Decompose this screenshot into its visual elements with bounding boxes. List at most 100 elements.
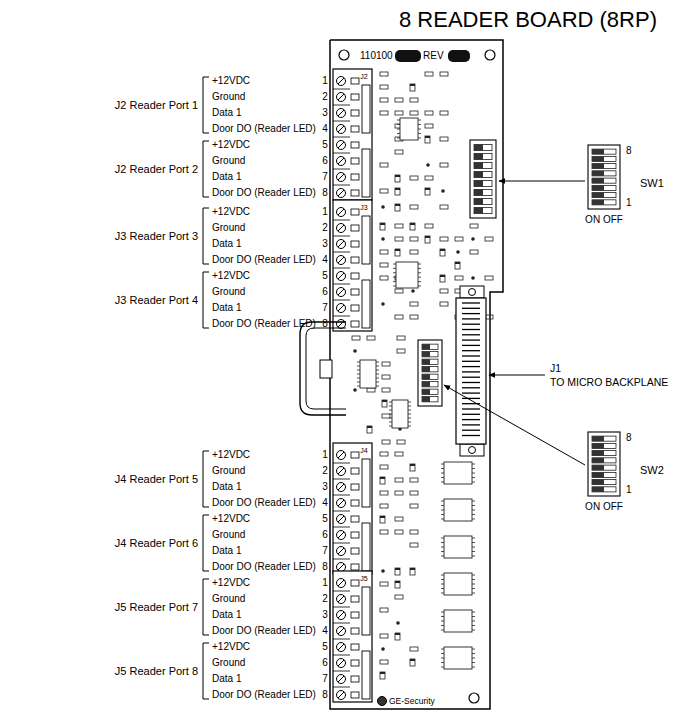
signal-name: Door DO (Reader LED)	[212, 562, 316, 572]
ic-pin	[389, 418, 392, 419]
wire-entry	[351, 289, 359, 295]
signal-name: +12VDC	[212, 271, 250, 281]
screw-slot	[338, 225, 344, 231]
pin-number: 6	[322, 287, 328, 297]
via-dot	[426, 163, 430, 167]
capacitor-symbol	[410, 223, 415, 230]
capacitor-symbol	[440, 249, 445, 256]
capacitor-band	[410, 568, 415, 570]
resistor-symbol	[440, 289, 448, 293]
screw-terminal	[337, 256, 346, 265]
label-holder: +12VDC	[212, 76, 250, 86]
ic-pin	[441, 667, 444, 668]
ic-pin	[472, 547, 475, 548]
switch-slot	[592, 156, 616, 161]
via-dot	[396, 621, 400, 625]
switch-lever	[474, 144, 483, 150]
ic-pin	[376, 366, 379, 367]
switch-slot	[592, 443, 616, 448]
terminal-divider	[333, 121, 350, 122]
clip-latch	[320, 360, 332, 378]
label-holder: 110100	[360, 51, 393, 61]
screw-slot	[338, 660, 344, 666]
mounting-hole	[339, 50, 349, 60]
ic-pin	[376, 362, 379, 363]
label-holder: ON OFF	[585, 502, 623, 512]
label-holder: 8	[322, 690, 328, 700]
connector-tab	[362, 587, 370, 635]
capacitor-symbol	[380, 672, 385, 679]
pin-number: 8	[322, 562, 328, 572]
ic-pin	[472, 625, 475, 626]
capacitor-band	[380, 516, 385, 518]
resistor-symbol	[410, 250, 418, 254]
screw-terminal	[337, 691, 346, 700]
ic-pin	[441, 584, 444, 585]
ic-pin	[418, 277, 421, 278]
resistor-symbol	[352, 336, 360, 340]
resistor-symbol	[395, 517, 403, 521]
capacitor-symbol	[410, 464, 415, 471]
capacitor-symbol	[395, 633, 400, 640]
connector-designator: J1	[550, 363, 561, 374]
resistor-symbol	[410, 237, 418, 241]
connector-pin	[462, 329, 480, 330]
label-holder: Ground	[212, 658, 245, 668]
label-holder: 2	[322, 466, 328, 476]
screw-slot	[338, 644, 344, 650]
ic-pin	[472, 551, 475, 552]
signal-name: Data 1	[212, 546, 241, 556]
ic-pin	[472, 588, 475, 589]
wire-entry	[351, 126, 359, 132]
wire-entry	[351, 142, 359, 148]
resistor-symbol	[380, 465, 388, 469]
screw-slot	[338, 257, 344, 263]
connector-pin	[462, 302, 480, 303]
resistor-symbol	[382, 414, 390, 418]
ic-pin	[441, 612, 444, 613]
ic-pin	[393, 272, 396, 273]
ic-pin	[389, 406, 392, 407]
signal-name: Data 1	[212, 610, 241, 620]
capacitor-band	[440, 249, 445, 251]
part-number: 110100	[360, 51, 393, 61]
resistor-symbol	[410, 647, 418, 651]
ic-pin	[408, 410, 411, 411]
ic-pin	[418, 120, 421, 121]
capacitor-symbol	[395, 188, 400, 195]
screw-terminal	[337, 643, 346, 652]
signal-name: Door DO (Reader LED)	[212, 255, 316, 265]
ic-pin	[472, 510, 475, 511]
ic-chip	[444, 610, 472, 632]
ic-pin	[357, 370, 360, 371]
signal-name: +12VDC	[212, 514, 250, 524]
resistor-symbol	[440, 205, 448, 209]
connector-pin	[462, 408, 480, 409]
label-holder: +12VDC	[212, 642, 250, 652]
logo-symbol	[378, 697, 387, 706]
resistor-symbol	[410, 491, 418, 495]
switch-position-number: 8	[626, 433, 632, 443]
connector-tab	[362, 523, 370, 571]
leader-line	[444, 385, 585, 465]
screw-terminal	[337, 467, 346, 476]
resistor-symbol	[380, 452, 388, 456]
screw-terminal	[337, 125, 346, 134]
ic-pin	[472, 612, 475, 613]
screw-slot	[338, 158, 344, 164]
signal-name: +12VDC	[212, 450, 250, 460]
screw-terminal	[337, 208, 346, 217]
ic-pin	[472, 621, 475, 622]
resistor-symbol	[425, 224, 433, 228]
switch-lever	[474, 198, 483, 204]
label-holder: Ground	[212, 92, 245, 102]
terminal-divider	[333, 185, 350, 186]
connector-pin	[462, 366, 480, 367]
label-holder: +12VDC	[212, 271, 250, 281]
switch-lever	[422, 344, 430, 349]
label-holder: Data 1	[212, 108, 241, 118]
ic-pin	[441, 510, 444, 511]
resistor-symbol	[380, 660, 388, 664]
dip-switch-detail	[588, 432, 620, 496]
capacitor-symbol	[395, 568, 400, 575]
